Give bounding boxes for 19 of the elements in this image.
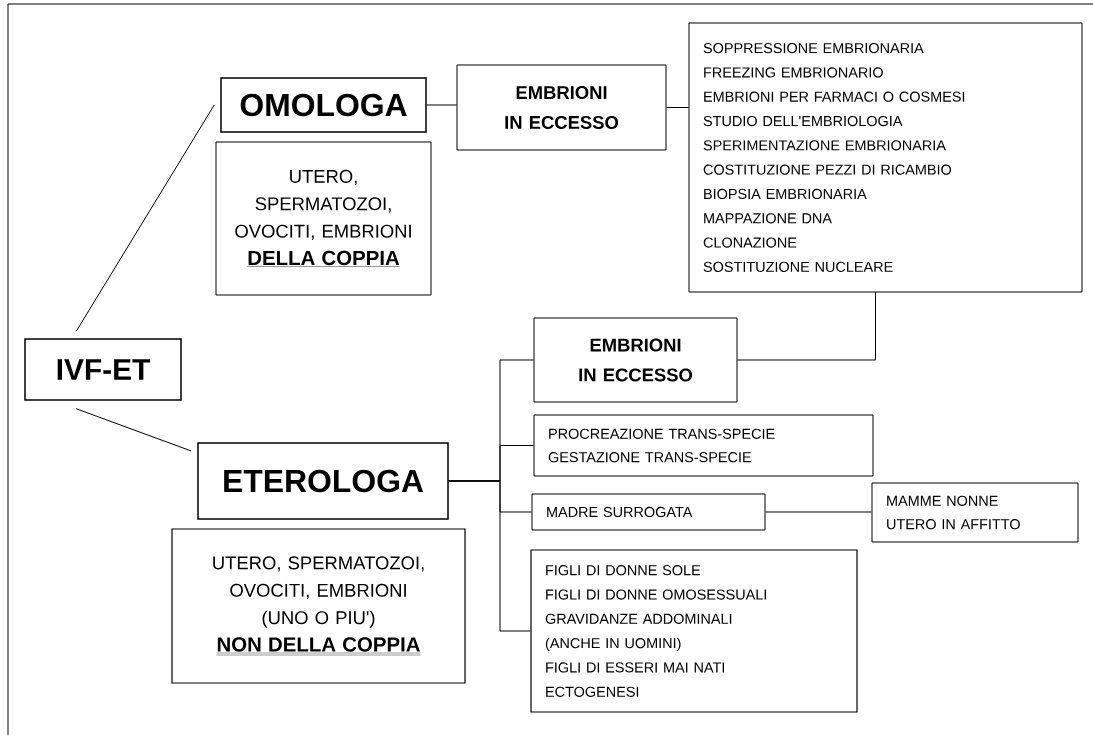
connector-line bbox=[448, 480, 531, 632]
text-box: FIGLI DI DONNE SOLE FIGLI DI DONNE OMOSESSUALI GRAVIDANZE ADDOMINALI (ANCHE IN UOMINI) FIGLI DI ESSERI MAI NATI ECTOGENESI bbox=[530, 549, 858, 713]
connector-line bbox=[426, 104, 457, 106]
connector-line bbox=[737, 291, 876, 361]
text-box: SOPPRESSIONE EMBRIONARIA FREEZING EMBRIONARIO EMBRIONI PER FARMACI O COSMESI STUDIO DELL'EMBRIOLOGIA SPERIMENTAZIONE EMBRIONARIA COSTITUZIONE PEZZI DI RICAMBIO BIOPSIA EMBRIONARIA MAPPAZIONE DNA CLONAZIONE SOSTITUZIONE NUCLEARE bbox=[688, 22, 1083, 293]
connector-line bbox=[75, 104, 215, 332]
connector-line bbox=[666, 107, 689, 108]
title-box: ETEROLOGA bbox=[197, 442, 449, 520]
text-box: PROCREAZIONE TRANS-SPECIE GESTAZIONE TRANS-SPECIE bbox=[533, 414, 874, 477]
title-box: EMBRIONI IN ECCESSO bbox=[456, 64, 667, 151]
text-box: MADRE SURROGATA bbox=[531, 493, 766, 531]
connector-line bbox=[75, 408, 192, 452]
text-box: MAMME NONNE UTERO IN AFFITTO bbox=[871, 482, 1079, 543]
title-box: OMOLOGA bbox=[220, 77, 427, 133]
title-box: IVF-ET bbox=[24, 338, 182, 401]
connector-line bbox=[765, 511, 872, 513]
text-box: UTERO, SPERMATOZOI, OVOCITI, EMBRIONI (UNO O PIU') NON DELLA COPPIA bbox=[171, 528, 466, 684]
text-box: UTERO, SPERMATOZOI, OVOCITI, EMBRIONI DELLA COPPIA bbox=[215, 141, 432, 296]
title-box: EMBRIONI IN ECCESSO bbox=[533, 317, 738, 403]
